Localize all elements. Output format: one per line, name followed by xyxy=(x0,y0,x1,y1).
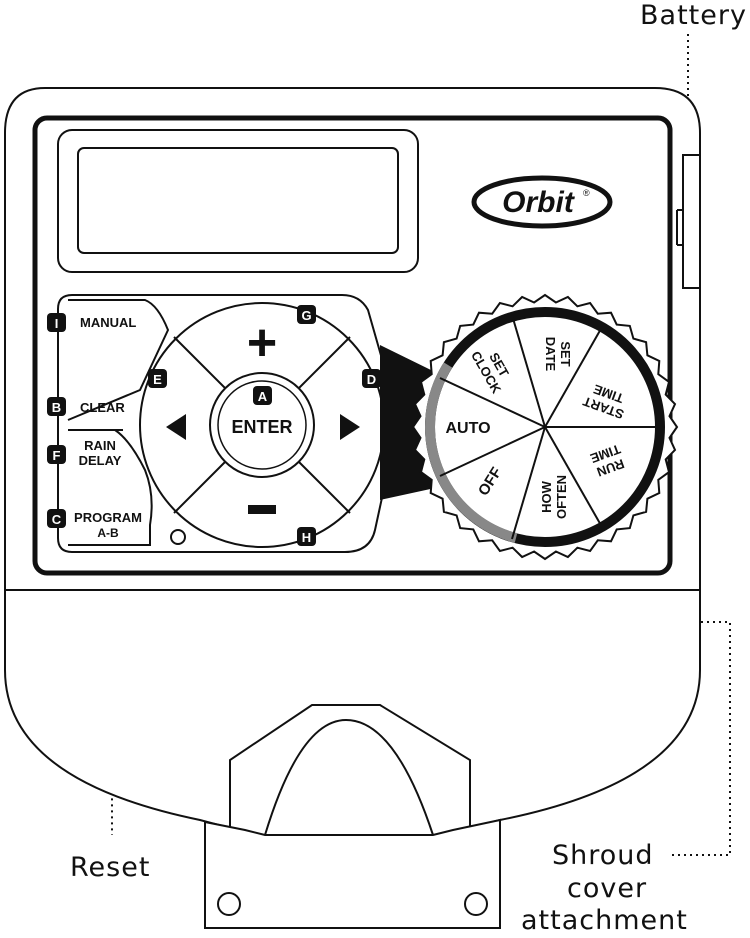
plus-icon: + xyxy=(247,314,277,372)
minus-button[interactable]: H xyxy=(248,505,316,546)
dial-divider-1 xyxy=(439,377,546,428)
enter-button[interactable] xyxy=(209,372,315,478)
enter-key-badge xyxy=(253,386,272,405)
manual-label: MANUAL xyxy=(80,315,136,330)
manual-key-letter: I xyxy=(55,316,59,331)
enter-key-letter: A xyxy=(258,389,268,404)
shroud-callout-line1: Shroud xyxy=(552,840,654,871)
mount-tab xyxy=(204,818,501,929)
clear-key-badge xyxy=(47,397,66,416)
dial-set-date: SET DATE xyxy=(543,337,573,372)
dial-how-often-1: HOW xyxy=(539,480,554,513)
orbit-logo-ring xyxy=(471,175,613,229)
reset-button[interactable] xyxy=(170,529,186,545)
dial-set-date-2: DATE xyxy=(543,337,558,372)
dial-set-date-1: SET xyxy=(558,341,573,366)
program-key-badge xyxy=(47,509,66,528)
dial-divider-2 xyxy=(439,426,546,477)
right-key-badge xyxy=(362,369,381,388)
mount-hole-left xyxy=(217,892,241,916)
keypad-divider-1 xyxy=(173,336,229,392)
right-arrow-button[interactable]: D xyxy=(340,369,381,440)
rain-delay-key-badge xyxy=(47,445,66,464)
plus-key-badge xyxy=(297,305,316,324)
program-button-shape xyxy=(68,429,153,546)
lcd-screen xyxy=(77,147,399,254)
right-arrow-icon xyxy=(340,414,360,440)
mount-hole-right xyxy=(464,892,488,916)
enter-label: ENTER xyxy=(231,417,292,437)
shroud-callout-line2: cover xyxy=(567,873,648,904)
left-arrow-button[interactable]: E xyxy=(148,369,186,440)
left-key-badge xyxy=(148,369,167,388)
dial-divider-3 xyxy=(511,314,546,428)
rain-delay-label-2: DELAY xyxy=(79,453,122,468)
keypad-divider-2 xyxy=(295,336,351,392)
dial-auto: AUTO xyxy=(445,420,490,437)
program-key-letter: C xyxy=(52,512,62,527)
battery-compartment xyxy=(682,154,701,289)
clear-button[interactable]: B CLEAR xyxy=(47,397,125,416)
manual-key-badge xyxy=(47,313,66,332)
dial-dividers xyxy=(439,314,655,540)
dial-divider-4 xyxy=(511,426,546,540)
plus-button[interactable]: + G xyxy=(247,305,316,372)
minus-key-letter: H xyxy=(302,530,311,545)
dial-divider-6 xyxy=(544,426,603,528)
manual-button[interactable]: I MANUAL xyxy=(47,313,136,332)
rain-delay-key-letter: F xyxy=(53,448,61,463)
left-arrow-icon xyxy=(166,414,186,440)
orbit-logo-mark: ® xyxy=(583,188,590,198)
program-label-2: A-B xyxy=(97,526,119,540)
rain-delay-label-1: RAIN xyxy=(84,438,116,453)
reset-callout: Reset xyxy=(70,852,151,883)
clear-label: CLEAR xyxy=(80,400,125,415)
shroud-leader xyxy=(665,621,731,856)
enter-label-group: A ENTER xyxy=(231,386,293,437)
orbit-logo: Orbit ® xyxy=(471,175,613,229)
shroud-inner-curve xyxy=(264,718,434,836)
orbit-logo-text: Orbit xyxy=(502,186,576,219)
minus-key-badge xyxy=(297,527,316,546)
battery-callout: Battery xyxy=(640,0,747,31)
program-button[interactable]: C PROGRAM A-B xyxy=(47,509,142,540)
dial-gray-arc xyxy=(425,362,518,543)
program-label-1: PROGRAM xyxy=(74,510,142,525)
keypad-divider-3 xyxy=(173,458,229,514)
manual-button-shape xyxy=(67,299,170,421)
dial-how-often-2: OFTEN xyxy=(554,475,569,519)
dial-how-often: HOW OFTEN xyxy=(539,475,569,519)
left-key-letter: E xyxy=(153,372,162,387)
dial-divider-5 xyxy=(544,326,603,428)
keypad xyxy=(139,302,385,548)
right-key-letter: D xyxy=(367,372,376,387)
clear-key-letter: B xyxy=(52,400,61,415)
keypad-divider-4 xyxy=(295,458,351,514)
shroud-callout-line3: attachment xyxy=(521,905,688,936)
lower-housing xyxy=(4,589,701,830)
plus-key-letter: G xyxy=(301,308,311,323)
rain-delay-button[interactable]: F RAIN DELAY xyxy=(47,438,122,468)
enter-button-inner xyxy=(217,380,307,470)
mode-dial[interactable]: AUTO OFF SET CLOCK SET DATE START TIME R… xyxy=(411,293,679,561)
minus-icon xyxy=(248,505,276,514)
